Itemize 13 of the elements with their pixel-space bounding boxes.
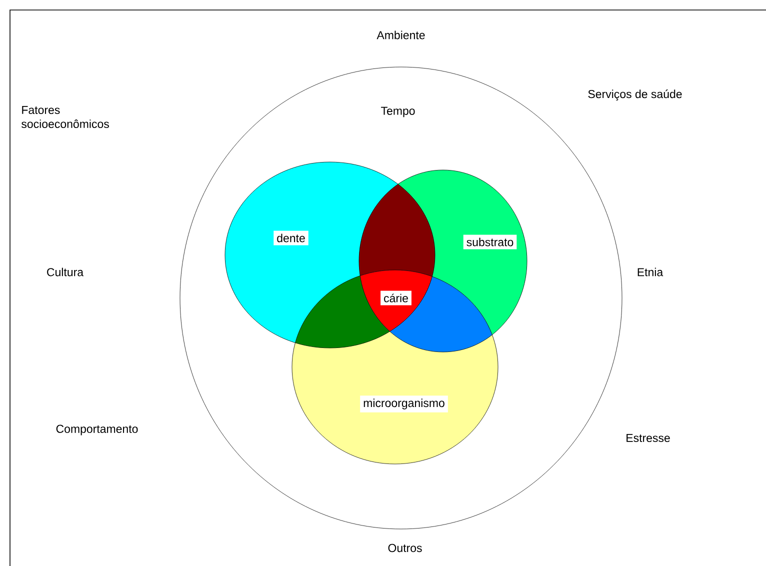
circle-label: dente bbox=[274, 230, 308, 246]
circle-label: substrato bbox=[463, 234, 517, 250]
circle-label: microorganismo bbox=[360, 396, 448, 412]
factor-label: Comportamento bbox=[56, 424, 138, 436]
factor-label: Ambiente bbox=[376, 30, 425, 40]
factor-label: Serviços de saúde bbox=[588, 90, 682, 100]
factor-label: Estresse bbox=[626, 434, 670, 442]
factor-label: Outros bbox=[388, 544, 422, 552]
circle-label: Tempo bbox=[381, 106, 415, 118]
region-label: cárie bbox=[380, 290, 412, 306]
factor-label: Cultura bbox=[47, 268, 84, 276]
factor-label: Etnia bbox=[638, 268, 664, 276]
factor-label: Fatores socioeconômicos bbox=[22, 106, 109, 128]
